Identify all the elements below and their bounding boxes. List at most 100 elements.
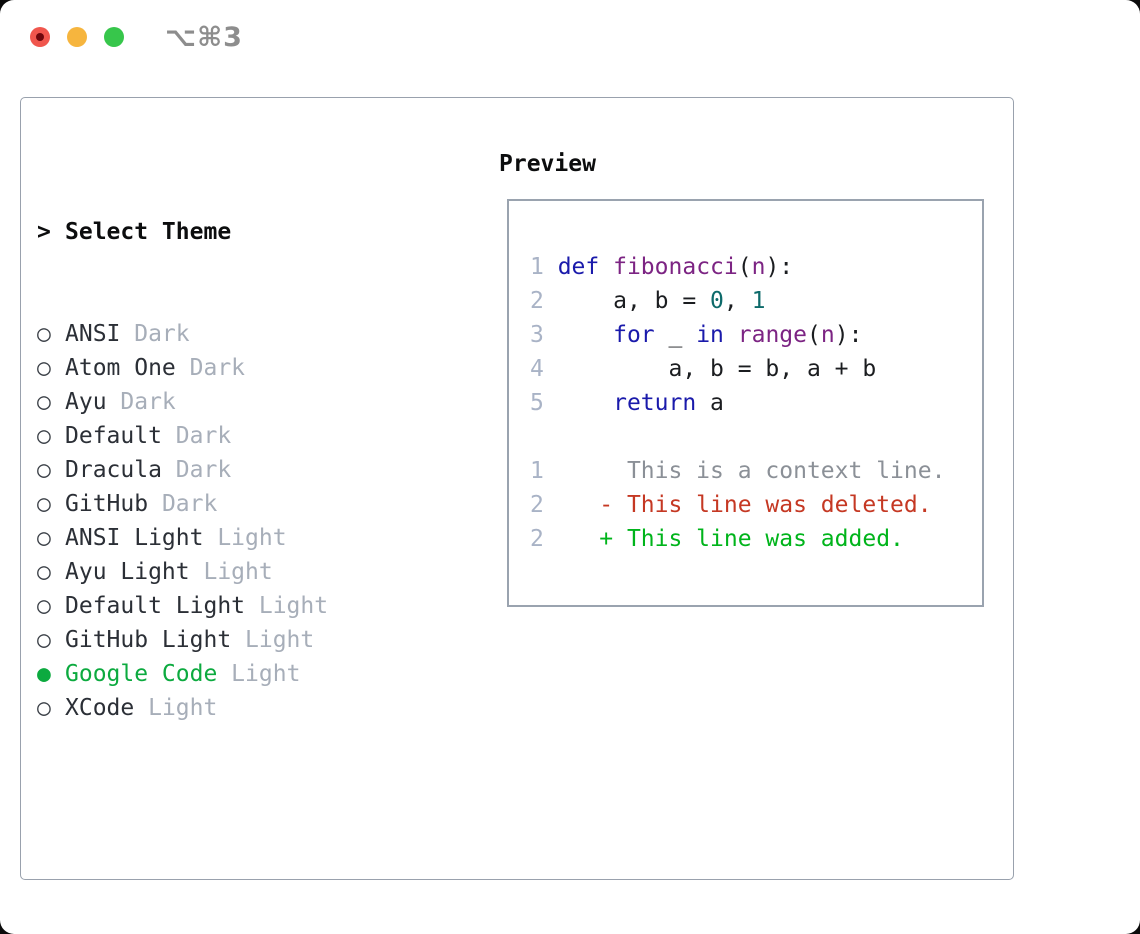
theme-items: ○ANSI Dark○Atom One Dark○Ayu Dark○Defaul… xyxy=(37,317,452,725)
line-number xyxy=(530,424,558,450)
code-token: ): xyxy=(834,322,863,348)
prompt-icon: > xyxy=(37,219,51,245)
code-token xyxy=(558,390,613,416)
code-token: ( xyxy=(807,322,821,348)
code-token: a, b = b, a + b xyxy=(557,356,877,382)
code-token: for xyxy=(613,322,655,348)
theme-item[interactable]: ○Default Dark xyxy=(37,419,452,453)
theme-variant: Dark xyxy=(106,389,176,415)
theme-item[interactable]: ○ XCode Light xyxy=(37,691,452,725)
theme-variant: Dark xyxy=(148,491,218,517)
code-line: 1 def fibonacci(n): xyxy=(530,250,945,284)
radio-unselected-icon: ○ xyxy=(37,559,51,585)
theme-variant: Light xyxy=(217,661,301,687)
theme-name: GitHub Light xyxy=(65,627,232,653)
code-token: ): xyxy=(765,254,794,280)
line-number: 2 xyxy=(530,288,558,314)
theme-name: ANSI xyxy=(65,321,121,347)
title-bar: ⌥⌘3 xyxy=(0,0,1140,75)
line-number: 3 xyxy=(530,322,558,348)
code-token: a, b = xyxy=(557,288,711,314)
theme-list-title: Select Theme xyxy=(65,219,232,245)
line-number: 4 xyxy=(530,356,558,382)
radio-unselected-icon: ○ xyxy=(37,457,51,483)
keyboard-shortcut-label: ⌥⌘3 xyxy=(165,22,243,53)
code-line: 2 - This line was deleted. xyxy=(530,488,945,522)
code-token: n xyxy=(820,322,835,348)
code-token: fibonacci xyxy=(613,254,738,280)
spacer xyxy=(37,827,452,861)
theme-item[interactable]: ○Atom One Dark xyxy=(37,351,452,385)
code-token: , xyxy=(723,288,752,314)
radio-unselected-icon: ○ xyxy=(37,695,51,721)
line-number: 1 xyxy=(530,458,558,484)
theme-name: Ayu Light xyxy=(65,559,190,585)
line-number: 1 xyxy=(530,254,558,280)
theme-name: ANSI Light xyxy=(65,525,204,551)
line-number: 2 xyxy=(530,492,558,518)
code-token: + This line was added. xyxy=(557,526,904,552)
theme-item[interactable]: ○ Dracula Dark xyxy=(37,453,452,487)
code-token: return xyxy=(613,390,697,416)
code-line: 3 for _ in range(n): xyxy=(530,318,945,352)
theme-item[interactable]: ○GitHub Dark xyxy=(37,487,452,521)
theme-variant: Light xyxy=(189,559,273,585)
code-token: 1 xyxy=(751,288,766,314)
theme-item[interactable]: ○Ayu Dark xyxy=(37,385,452,419)
code-token: range xyxy=(737,322,807,348)
code-line: 1 This is a context line. xyxy=(530,454,945,488)
code-token: ( xyxy=(737,254,752,280)
theme-name: Atom One xyxy=(65,355,176,381)
theme-name: Ayu xyxy=(65,389,107,415)
theme-item[interactable]: ○ ANSI Dark xyxy=(37,317,452,351)
code-token: in xyxy=(696,322,724,348)
code-token xyxy=(724,322,738,348)
theme-item[interactable]: ○ ANSI Light Light xyxy=(37,521,452,555)
code-line: 4 a, b = b, a + b xyxy=(530,352,945,386)
theme-variant: Dark xyxy=(161,423,232,449)
theme-variant: Light xyxy=(134,695,218,721)
theme-list: > Select Theme ○ANSI Dark○Atom One Dark○… xyxy=(37,147,452,934)
code-line xyxy=(530,420,945,454)
radio-selected-icon: ● xyxy=(37,661,51,687)
radio-unselected-icon: ○ xyxy=(37,355,51,381)
radio-unselected-icon: ○ xyxy=(37,525,51,551)
code-line: 2 a, b = 0, 1 xyxy=(530,284,945,318)
minimize-button[interactable] xyxy=(67,27,87,47)
theme-name: Default xyxy=(65,423,162,449)
theme-item[interactable]: ● Google Code Light xyxy=(37,657,452,691)
theme-item[interactable]: ○ Ayu Light Light xyxy=(37,555,452,589)
code-line: 2 + This line was added. xyxy=(530,522,945,556)
theme-name: XCode xyxy=(65,695,135,721)
code-token: a xyxy=(696,390,724,416)
zoom-button[interactable] xyxy=(104,27,124,47)
traffic-lights xyxy=(30,27,124,47)
preview-title: Preview xyxy=(499,151,596,177)
theme-variant: Light xyxy=(245,593,329,619)
close-button[interactable] xyxy=(30,27,50,47)
radio-unselected-icon: ○ xyxy=(37,491,51,517)
radio-unselected-icon: ○ xyxy=(37,627,51,653)
theme-item[interactable]: ○ GitHub Light Light xyxy=(37,623,452,657)
radio-unselected-icon: ○ xyxy=(37,321,51,347)
code-token: n xyxy=(751,254,766,280)
theme-variant: Light xyxy=(203,525,287,551)
code-line: 5 return a xyxy=(530,386,945,420)
code-token: def xyxy=(557,254,600,280)
radio-unselected-icon: ○ xyxy=(37,593,51,619)
theme-variant: Light xyxy=(231,627,315,653)
theme-name: Dracula xyxy=(65,457,162,483)
theme-list-header: > Select Theme xyxy=(37,215,452,249)
theme-variant: Dark xyxy=(161,457,232,483)
line-number: 2 xyxy=(530,526,558,552)
code-token: - This line was deleted. xyxy=(557,492,932,518)
theme-item[interactable]: ○Default Light Light xyxy=(37,589,452,623)
code-token: _ xyxy=(654,322,697,348)
theme-variant: Dark xyxy=(120,321,190,347)
theme-picker-panel: > Select Theme ○ANSI Dark○Atom One Dark○… xyxy=(20,97,1014,880)
code-token: This is a context line. xyxy=(557,458,946,484)
theme-name: Google Code xyxy=(65,661,218,687)
